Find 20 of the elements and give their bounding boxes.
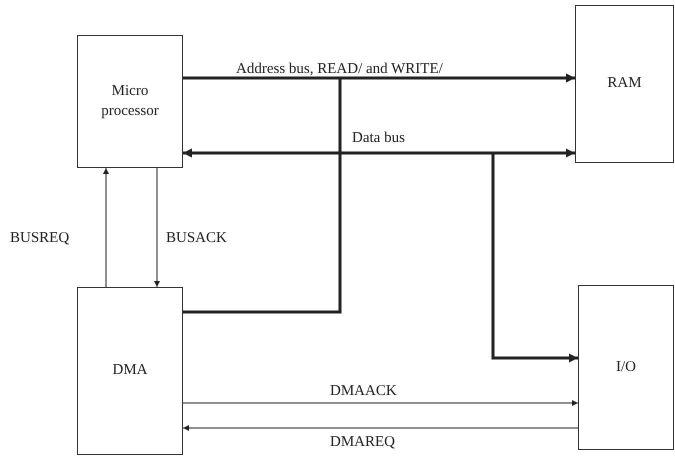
signal-arrow (182, 400, 578, 406)
processor-box (77, 35, 183, 168)
edge-label: Data bus (352, 131, 405, 146)
edge-label: DMAACK (330, 384, 397, 399)
bus-arrow (183, 148, 578, 362)
signal-arrow (154, 168, 160, 288)
edge-label: BUSACK (166, 231, 227, 246)
bus-arrow (183, 74, 575, 314)
io-box (578, 285, 674, 450)
block-label: I/O (616, 358, 636, 377)
signal-arrow (103, 168, 109, 288)
block-label: RAM (607, 74, 642, 94)
edge-label: Address bus, READ/ and WRITE/ (236, 62, 443, 77)
edge-label: DMAREQ (330, 435, 396, 450)
memory-box (575, 5, 674, 163)
block-label: DMA (112, 361, 148, 380)
signal-arrow (182, 425, 578, 431)
edge-label: BUSREQ (10, 231, 70, 246)
block-label: Micro processor (100, 82, 160, 120)
controller-box (77, 287, 183, 455)
